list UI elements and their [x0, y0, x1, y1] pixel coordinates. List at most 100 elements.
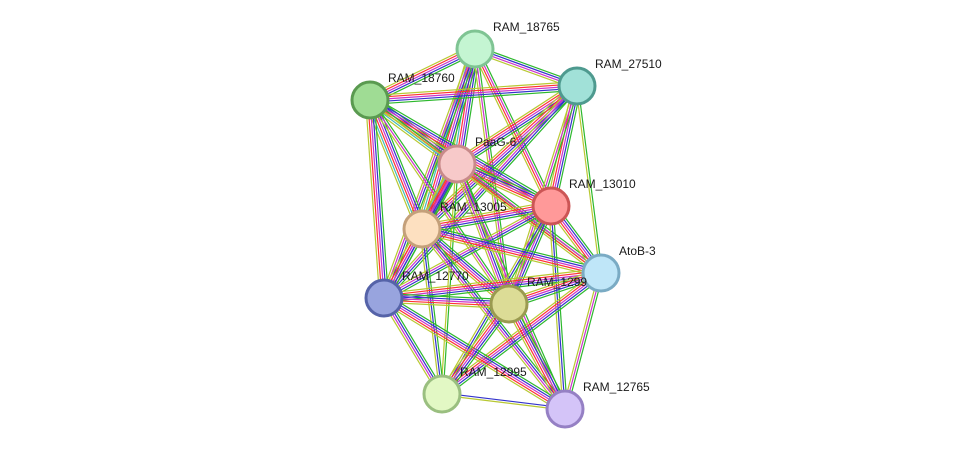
edge-evidence-line [455, 83, 577, 163]
edge-ram-12995-ram-12765[interactable] [441, 392, 566, 411]
edge-evidence-line [383, 301, 509, 309]
edge-evidence-line [550, 205, 566, 410]
edge-evidence-line [384, 86, 579, 300]
edge-evidence-line [421, 228, 602, 274]
edge-evidence-line [441, 394, 565, 411]
edge-evidence-line [367, 44, 474, 97]
node-ram-13005[interactable]: RAM_13005 [402, 200, 507, 249]
node-ram-12990[interactable]: RAM_1299 [489, 275, 587, 324]
edge-evidence-line [384, 206, 552, 300]
edge-evidence-line [382, 202, 550, 296]
node-circle[interactable] [422, 374, 462, 414]
edge-paag-6-ram-12995[interactable] [440, 163, 459, 395]
node-ram-18765[interactable]: RAM_18765 [455, 20, 560, 69]
node-ram-12995[interactable]: RAM_12995 [422, 365, 527, 414]
edge-evidence-line [383, 297, 510, 305]
edge-evidence-line [442, 164, 459, 395]
edge-evidence-line [420, 229, 565, 411]
edge-evidence-line [504, 305, 562, 412]
edge-ram-27510-ram-18760[interactable] [369, 81, 578, 105]
node-circle[interactable] [531, 186, 571, 226]
node-circle[interactable] [545, 389, 585, 429]
edge-ram-27510-ram-12770[interactable] [381, 83, 580, 301]
edge-evidence-line [369, 83, 577, 99]
edge-ram-12770-ram-12990[interactable] [383, 293, 510, 309]
edge-evidence-line [369, 81, 577, 97]
edge-evidence-line [384, 276, 602, 303]
node-circle[interactable] [581, 253, 621, 293]
edge-evidence-line [369, 99, 385, 299]
node-label: RAM_13005 [440, 200, 507, 214]
node-ram-13010[interactable]: RAM_13010 [531, 177, 636, 226]
edge-evidence-line [371, 52, 478, 105]
edge-evidence-line [440, 270, 601, 393]
edge-evidence-line [421, 230, 601, 276]
node-circle[interactable] [437, 144, 477, 184]
edge-evidence-line [423, 228, 445, 394]
edge-evidence-line [371, 99, 387, 298]
edge-evidence-line [566, 273, 604, 410]
edge-evidence-line [422, 226, 602, 272]
edge-evidence-line [421, 201, 551, 226]
node-label: RAM_12995 [460, 365, 527, 379]
node-ram-12770[interactable]: RAM_12770 [364, 269, 469, 318]
node-circle[interactable] [364, 278, 404, 318]
edge-atob-3-ram-12770[interactable] [383, 268, 602, 303]
edge-evidence-line [420, 83, 576, 228]
node-circle[interactable] [557, 66, 597, 106]
edge-ram-13010-ram-12770[interactable] [382, 202, 553, 302]
edge-evidence-line [562, 272, 600, 409]
edge-evidence-line [385, 208, 553, 302]
edge-evidence-line [422, 224, 603, 270]
node-label: RAM_27510 [595, 57, 662, 71]
node-atob-3[interactable]: AtoB-3 [581, 244, 656, 293]
edge-evidence-line [421, 205, 552, 230]
node-ram-18760[interactable]: RAM_18760 [350, 71, 455, 120]
edge-evidence-line [385, 293, 568, 406]
edge-evidence-line [441, 272, 602, 395]
edge-ram-12990-ram-12765[interactable] [504, 301, 570, 412]
edge-evidence-line [421, 228, 443, 395]
edge-evidence-line [370, 99, 424, 229]
edge-evidence-line [419, 229, 441, 395]
node-ram-27510[interactable]: RAM_27510 [557, 57, 662, 106]
edge-evidence-line [422, 207, 552, 232]
node-circle[interactable] [489, 284, 529, 324]
node-circle[interactable] [350, 80, 390, 120]
edge-evidence-line [506, 304, 564, 411]
node-circle[interactable] [455, 29, 495, 69]
edge-evidence-line [370, 87, 578, 103]
node-circle[interactable] [402, 209, 442, 249]
edge-evidence-line [512, 301, 570, 408]
edge-ram-13005-atob-3[interactable] [420, 224, 603, 278]
edge-ram-13005-ram-12995[interactable] [419, 228, 445, 395]
edge-evidence-line [575, 86, 601, 274]
edge-evidence-line [384, 49, 477, 299]
edge-evidence-line [384, 293, 510, 301]
edge-evidence-line [370, 89, 578, 105]
edge-evidence-line [421, 203, 551, 228]
node-label: RAM_12765 [583, 380, 650, 394]
edge-evidence-line [382, 84, 577, 298]
edge-evidence-line [369, 99, 510, 305]
edge-evidence-line [365, 100, 381, 299]
edge-evidence-line [564, 272, 602, 410]
node-label: RAM_13010 [569, 177, 636, 191]
edge-ram-27510-atob-3[interactable] [575, 85, 603, 274]
edge-evidence-line [383, 204, 551, 298]
edge-evidence-line [381, 83, 576, 297]
node-label: RAM_18760 [388, 71, 455, 85]
edge-atob-3-ram-12765[interactable] [562, 272, 604, 410]
edge-evidence-line [383, 270, 601, 297]
edge-evidence-line [442, 392, 566, 409]
edge-evidence-line [368, 46, 475, 99]
edge-evidence-line [384, 295, 510, 303]
edge-evidence-line [369, 85, 578, 101]
edge-evidence-line [453, 164, 507, 306]
edge-evidence-line [372, 98, 426, 228]
edge-evidence-line [383, 268, 601, 295]
node-ram-12765[interactable]: RAM_12765 [545, 380, 650, 429]
node-paag-6[interactable]: PaaG-6 [437, 135, 517, 184]
edge-ram-18760-ram-12770[interactable] [365, 99, 389, 299]
